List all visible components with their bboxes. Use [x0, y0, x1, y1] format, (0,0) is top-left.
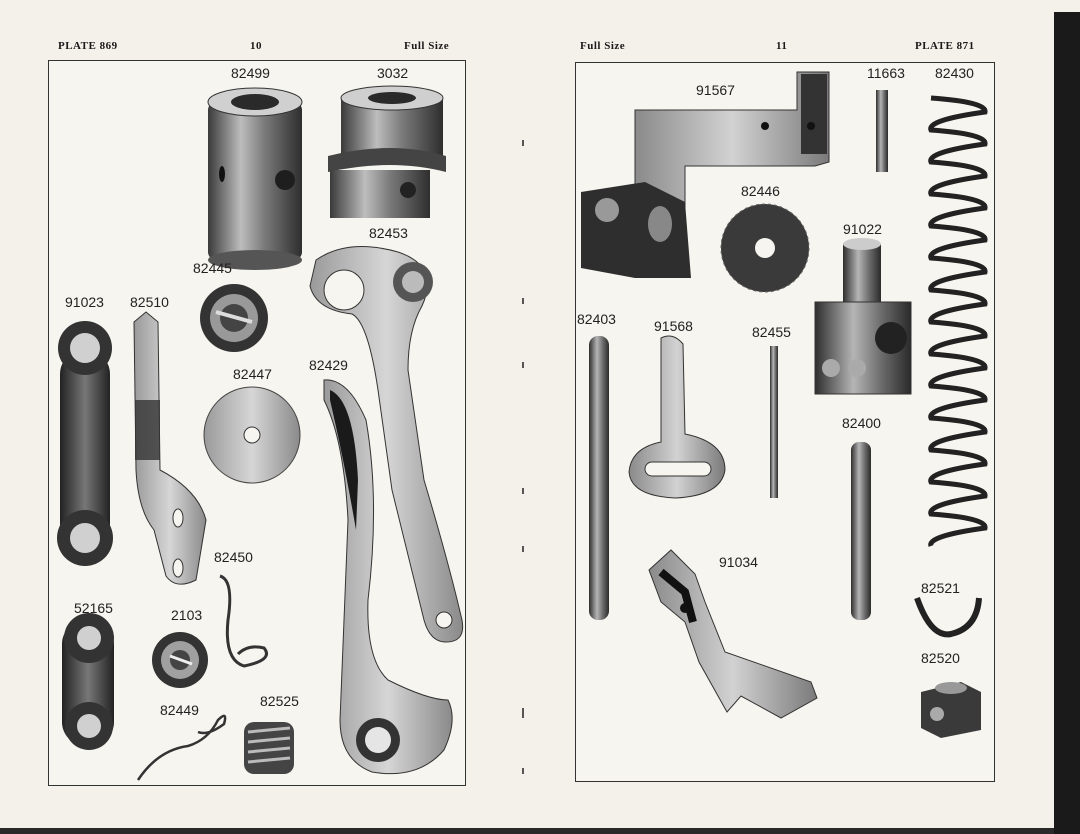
part-label: 82430 [935, 65, 974, 81]
part-82450-wire [219, 574, 268, 668]
gutter-mark [522, 708, 524, 718]
part-label: 82455 [752, 324, 791, 340]
part-label: 82499 [231, 65, 270, 81]
part-label: 82453 [369, 225, 408, 241]
right-plate-illustration [581, 71, 988, 738]
gutter-mark [522, 298, 524, 304]
part-52165-link [62, 613, 114, 750]
part-82400-rod [851, 442, 871, 620]
page-edge-shadow [0, 828, 1054, 834]
part-82525-coil [244, 722, 294, 774]
part-label: 52165 [74, 600, 113, 616]
part-82455-pin [770, 346, 778, 498]
part-label: 82429 [309, 357, 348, 373]
left-size-note: Full Size [404, 40, 450, 52]
part-label: 82510 [130, 294, 169, 310]
left-plate-title: PLATE 869 [58, 40, 118, 52]
part-label: 2103 [171, 607, 203, 623]
part-label: 82446 [741, 183, 780, 199]
part-label: 82525 [260, 693, 299, 709]
part-91034-presser-foot [648, 549, 818, 719]
left-page-number: 10 [250, 40, 262, 52]
gutter-mark [522, 140, 524, 146]
part-82447-washer [203, 386, 301, 484]
part-label: 82449 [160, 702, 199, 718]
gutter-mark [522, 362, 524, 368]
part-91567-bracket [581, 71, 830, 278]
part-2103-coil [152, 632, 208, 688]
part-82510-blade [133, 311, 207, 585]
part-82449-wire [136, 714, 227, 781]
part-label: 82450 [214, 549, 253, 565]
part-label: 82400 [842, 415, 881, 431]
gutter-mark [522, 546, 524, 552]
part-91022-block [814, 238, 912, 395]
part-91023-link [57, 321, 113, 566]
part-82521-arc [914, 596, 982, 638]
part-label: 82445 [193, 260, 232, 276]
part-82429-curved-lever [323, 379, 453, 775]
part-label: 82521 [921, 580, 960, 596]
part-82520-collar [921, 682, 981, 738]
gutter-mark [522, 768, 524, 774]
gutter-mark [522, 488, 524, 494]
part-label: 91568 [654, 318, 693, 334]
part-82430-spring [928, 95, 988, 547]
part-label: 91567 [696, 82, 735, 98]
part-82499-sleeve [207, 87, 303, 270]
left-plate-illustration [57, 85, 464, 781]
part-82446-felt-disc [720, 203, 810, 293]
part-label: 82520 [921, 650, 960, 666]
part-label: 91022 [843, 221, 882, 237]
book-spine-shadow [1054, 12, 1080, 834]
part-label: 3032 [377, 65, 409, 81]
part-3032-collar [328, 85, 446, 218]
part-label: 82403 [577, 311, 616, 327]
part-91568-blade [628, 335, 726, 499]
part-label: 91023 [65, 294, 104, 310]
right-size-note: Full Size [580, 40, 626, 52]
part-label: 11663 [867, 65, 905, 81]
part-82453-lever [309, 246, 464, 643]
part-82403-rod [589, 336, 609, 620]
right-plate-title: PLATE 871 [915, 40, 975, 52]
right-page-number: 11 [776, 40, 788, 52]
part-label: 82447 [233, 366, 272, 382]
part-11663-pin [876, 90, 888, 172]
part-82445-coil [200, 284, 268, 352]
part-label: 91034 [719, 554, 758, 570]
